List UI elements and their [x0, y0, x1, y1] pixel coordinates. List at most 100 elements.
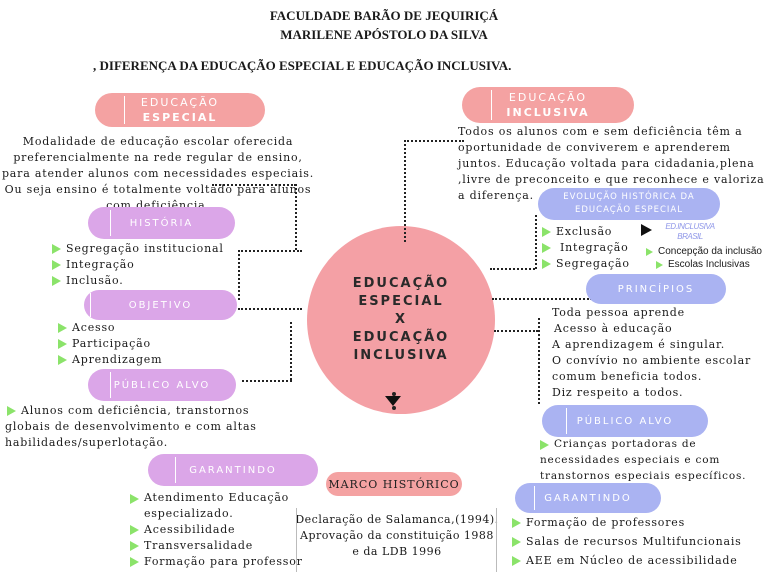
list-item: O convívio no ambiente escolar comum ben… [552, 354, 752, 383]
bullet-icon [130, 525, 139, 535]
connector [404, 140, 464, 142]
connector [404, 140, 406, 242]
list-item: Transversalidade [130, 538, 303, 554]
pill-title: PRINCÍPIOS [617, 283, 695, 295]
list-item: Exclusão [542, 224, 630, 240]
list-item: Inclusão. [52, 273, 224, 289]
pill-title: EVOLUÇÃO HISTÓRICA DA [563, 192, 695, 202]
bullet-icon [512, 518, 521, 528]
list-item: Diz respeito a todos. [552, 386, 684, 399]
pill-divider [110, 372, 111, 398]
connector [238, 250, 302, 252]
pill-title: MARCO HISTÓRICO [328, 477, 460, 491]
bullet-icon [656, 260, 663, 269]
item-text: Participação [72, 337, 151, 350]
item-text: Acessibilidade [144, 523, 236, 536]
arrow-down-icon [385, 396, 401, 406]
publico-alvo-text: Crianças portadoras de necessidades espe… [540, 438, 747, 482]
pill-title: PÚBLICO ALVO [113, 379, 211, 391]
list-item: AEE em Núcleo de acessibilidade [512, 553, 742, 569]
pill-divider [90, 293, 91, 317]
principios-list: Toda pessoa aprende Acesso à educação A … [540, 305, 760, 401]
item-text: Integração [66, 258, 135, 271]
bullet-icon [130, 557, 139, 567]
item-text: Exclusão [556, 225, 613, 238]
item-text: Formação de professores [526, 516, 686, 529]
bullet-icon [542, 259, 551, 269]
bullet-icon [130, 494, 139, 504]
connector [238, 308, 302, 310]
evolucao-notes: Concepção da inclusão Escolas Inclusivas [646, 245, 762, 271]
pill-title: EDUCAÇÃO ESPECIAL [575, 205, 683, 215]
item-text: Aprendizagem [72, 353, 163, 366]
historia-pill: HISTÓRIA [88, 207, 235, 239]
central-topic: EDUCAÇÃO ESPECIAL X EDUCAÇÃO INCLUSIVA [307, 226, 495, 414]
bullet-icon [58, 339, 67, 349]
connector [238, 250, 240, 300]
connector [295, 184, 297, 250]
pill-title: EDUCAÇÃO [508, 91, 588, 104]
bullet-icon [52, 276, 61, 286]
item-text: Atendimento Educação especializado. [144, 491, 290, 520]
bullet-icon [58, 323, 67, 333]
garantindo-list: Formação de professores Salas de recurso… [512, 515, 742, 569]
institution-name: FACULDADE BARÃO DE JEQUIRIÇÁ [269, 8, 499, 23]
objetivo-list: Acesso Participação Aprendizagem [58, 320, 162, 368]
item-text: Formação para professor [144, 555, 303, 568]
page-title: , DIFERENÇA DA EDUCAÇÃO ESPECIAL E EDUCA… [93, 58, 512, 73]
list-item: Participação [58, 336, 162, 352]
center-line: X [394, 312, 408, 327]
pill-title: INCLUSIVA [506, 106, 590, 119]
pill-title: ESPECIAL [142, 111, 218, 124]
principios-pill: PRINCÍPIOS [586, 274, 726, 304]
pill-title: PÚBLICO ALVO [576, 415, 674, 427]
logo-text: BRASIL [677, 232, 703, 241]
item-text: Integração [560, 241, 629, 254]
garantindo-pill: GARANTINDO [515, 483, 661, 513]
list-item: Integração [542, 240, 630, 256]
list-item: Acessibilidade [130, 522, 303, 538]
divider-line [496, 508, 497, 572]
pill-divider [566, 408, 567, 434]
list-item: Acesso à educação [554, 322, 673, 335]
list-item: Segregação institucional [52, 241, 224, 257]
ed-inclusiva-logo: ED.INCLUSIVA BRASIL [660, 222, 720, 242]
divider-line [296, 508, 297, 572]
educacao-especial-text: Modalidade de educação escolar oferecida… [1, 135, 315, 212]
bullet-icon [512, 556, 521, 566]
connector [290, 322, 292, 380]
list-item: Formação para professor [130, 554, 303, 570]
bullet-icon [7, 406, 16, 416]
connector [494, 330, 538, 332]
list-item: Acesso [58, 320, 162, 336]
item-text: Segregação institucional [66, 242, 224, 255]
item-text: Transversalidade [144, 539, 254, 552]
center-line: EDUCAÇÃO [352, 276, 450, 291]
item-text: Acesso [72, 321, 116, 334]
marco-historico-text: Declaração de Salamanca,(1994). Aprovaçã… [295, 513, 499, 558]
bullet-icon [130, 541, 139, 551]
list-item: Atendimento Educação especializado. [130, 490, 303, 522]
bullet-icon [540, 440, 549, 450]
garantindo-list: Atendimento Educação especializado. Aces… [130, 490, 303, 570]
publico-alvo-pill: PÚBLICO ALVO [88, 369, 236, 401]
center-line: ESPECIAL [358, 294, 444, 309]
pill-divider [534, 486, 535, 510]
historia-list: Segregação institucional Integração Incl… [52, 241, 224, 289]
center-line: EDUCAÇÃO [352, 330, 450, 345]
educacao-inclusiva-pill: EDUCAÇÃO INCLUSIVA [462, 87, 634, 123]
pill-divider [491, 90, 492, 120]
bullet-icon [52, 244, 61, 254]
list-item: A aprendizagem é singular. [552, 338, 726, 351]
bullet-icon [512, 537, 521, 547]
evolucao-historica-pill: EVOLUÇÃO HISTÓRICA DA EDUCAÇÃO ESPECIAL [538, 188, 720, 220]
pill-divider [110, 210, 111, 236]
pill-title: HISTÓRIA [129, 217, 194, 229]
list-item: Aprendizagem [58, 352, 162, 368]
pill-divider [175, 457, 176, 483]
bullet-icon [646, 247, 653, 256]
educacao-inclusiva-text: Todos os alunos com e sem deficiência tê… [458, 125, 765, 202]
list-item: Salas de recursos Multifuncionais [512, 534, 742, 550]
connector [538, 318, 540, 404]
connector [490, 268, 535, 270]
